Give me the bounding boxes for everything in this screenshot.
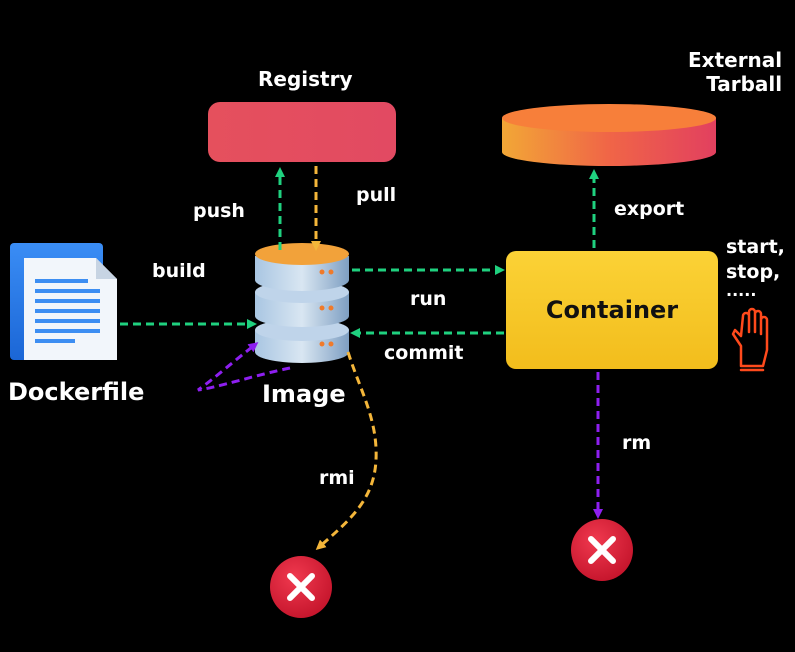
rmi-arrow (315, 351, 378, 550)
rmi-label: rmi (319, 467, 355, 489)
lifecycle-stop: stop, (726, 261, 781, 283)
rm-label: rm (622, 432, 652, 454)
dockerfile-icon (10, 243, 117, 360)
run-label: run (410, 288, 447, 310)
container-node (506, 251, 718, 369)
tarball-node (502, 104, 716, 166)
image-label: Image (262, 380, 346, 408)
registry-label: Registry (258, 67, 353, 91)
lifecycle-more: ..... (726, 281, 757, 300)
tarball-label: External Tarball (688, 48, 782, 96)
dockerfile-label: Dockerfile (8, 378, 145, 406)
registry-node (208, 102, 396, 162)
tarball-label-line1: External (688, 48, 783, 72)
image-database-icon (255, 243, 349, 363)
build-label: build (152, 260, 206, 282)
delete-icon-rmi (270, 556, 332, 618)
lifecycle-start: start, (726, 236, 785, 258)
tarball-label-line2: Tarball (706, 72, 783, 96)
export-label: export (614, 198, 685, 220)
push-label: push (193, 200, 245, 222)
tag-loop-arrow (197, 342, 291, 392)
delete-icon-rm (571, 519, 633, 581)
pull-label: pull (356, 184, 397, 206)
hand-icon (731, 307, 769, 372)
container-label: Container (545, 296, 679, 324)
lifecycle-label: start, stop, ..... (726, 235, 785, 300)
commit-label: commit (384, 342, 464, 364)
